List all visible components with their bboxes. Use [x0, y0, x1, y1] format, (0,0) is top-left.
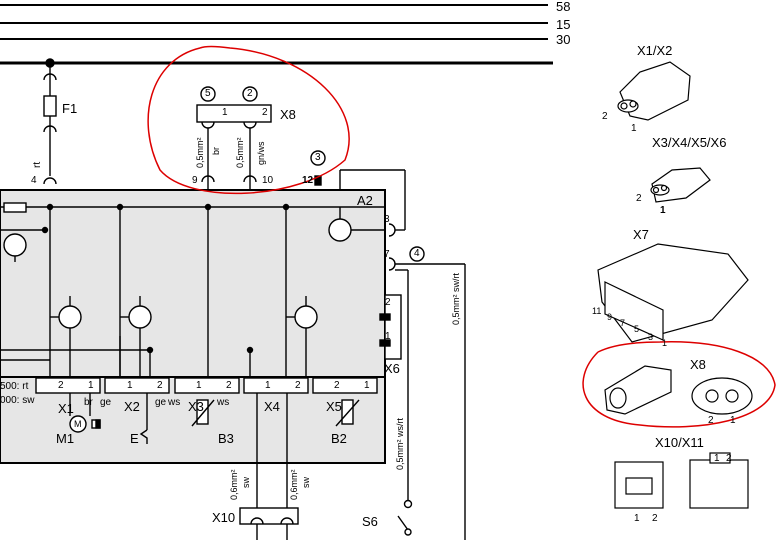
x6-pin-1: 1 — [385, 331, 391, 342]
legend-rt: 500: rt — [0, 381, 29, 392]
side-x10x11-top-pin1: 1 — [714, 453, 720, 464]
x10-label: X10 — [212, 510, 236, 525]
side-x10x11-top-pin2: 2 — [726, 453, 732, 464]
pin-3-label: 3 — [384, 214, 390, 225]
sensor-b3 — [196, 399, 209, 425]
side-x10x11-title: X10/X11 — [655, 435, 704, 450]
x8-pin-2: 2 — [262, 107, 268, 118]
side-x8-pin1: 1 — [730, 415, 736, 426]
x10-wire2-color: sw — [301, 477, 311, 488]
x8-label: X8 — [280, 107, 296, 122]
conn2-left: 1 — [127, 380, 133, 391]
b2-label: B2 — [331, 431, 347, 446]
side-x7-title: X7 — [633, 227, 649, 242]
fuse-f1 — [43, 95, 57, 117]
wire-color-ge1: ge — [100, 397, 112, 408]
pin-7-label: 7 — [384, 249, 390, 260]
module-a2 — [0, 189, 386, 464]
circle-3: 3 — [315, 152, 321, 163]
x8-wire2-size: 0,5mm² — [235, 137, 245, 168]
x6-pin-2: 2 — [385, 297, 391, 308]
side-x8-title: X8 — [690, 357, 706, 372]
wire-color-br: br — [84, 397, 93, 408]
conn3-left: 1 — [196, 380, 202, 391]
bus-label-30: 30 — [556, 32, 571, 47]
x8-wire2-color: gn/ws — [256, 141, 266, 165]
motor-m1 — [69, 415, 87, 433]
x8-pin-1: 1 — [222, 107, 228, 118]
x6-label: X6 — [384, 361, 400, 376]
wire-color-ge2: ge — [155, 397, 167, 408]
wire-color-ws2: ws — [217, 397, 230, 408]
conn1-left: 2 — [58, 380, 64, 391]
m1-label: M1 — [56, 431, 75, 446]
x8-connector — [196, 104, 272, 123]
side-x3x6-pin2: 2 — [636, 193, 642, 204]
conn-x4-label: X4 — [264, 399, 280, 414]
conn5-left: 2 — [334, 380, 340, 391]
conn4-right: 2 — [295, 380, 301, 391]
conn4-left: 1 — [265, 380, 271, 391]
x10-wire1-size: 0,6mm² — [229, 469, 239, 500]
side-x8-pin2: 2 — [708, 415, 714, 426]
conn-x5-label: X5 — [326, 399, 342, 414]
b3-label: B3 — [218, 431, 234, 446]
side-x7-pin-7: 7 — [620, 318, 626, 328]
wire-ws-rt: 0,5mm² ws/rt — [395, 417, 405, 470]
side-x1x2-title: X1/X2 — [637, 43, 673, 58]
conn1-right: 1 — [88, 380, 94, 391]
conn-x2-label: X2 — [124, 399, 140, 414]
x8-wire1-color: br — [211, 146, 221, 155]
e-label: E — [130, 431, 139, 446]
pin-10-label: 10 — [262, 175, 274, 186]
pin-4-label: 4 — [31, 175, 37, 186]
conn-x3-label: X3 — [188, 399, 204, 414]
side-x7-pin-11: 11 — [592, 306, 602, 316]
x10-wire1-color: sw — [241, 477, 251, 488]
bus-label-58: 58 — [556, 0, 571, 14]
side-x7-pin-5: 5 — [634, 324, 640, 334]
side-x3x6-pin1: 1 — [660, 205, 666, 216]
side-x10x11-pin1: 1 — [634, 513, 640, 524]
side-x7-pin-3: 3 — [648, 332, 654, 342]
side-x1x2-pin2: 2 — [602, 111, 608, 122]
conn3-right: 2 — [226, 380, 232, 391]
bus-label-15: 15 — [556, 17, 571, 32]
x8-wire1-size: 0,5mm² — [195, 137, 205, 168]
wire-color-ws1: ws — [168, 397, 181, 408]
module-label: A2 — [357, 193, 373, 208]
x8-circle-5: 5 — [205, 88, 211, 99]
wire-color-rt: rt — [32, 161, 43, 168]
pin-9-label: 9 — [192, 175, 198, 186]
s6-label: S6 — [362, 514, 378, 529]
x10-connector — [239, 507, 299, 525]
red-annotations — [147, 45, 776, 428]
wire-sw-rt: 0,5mm² sw/rt — [451, 272, 461, 325]
conn2-right: 2 — [157, 380, 163, 391]
x8-circle-2: 2 — [247, 88, 253, 99]
side-connectors — [597, 61, 753, 509]
x10-wire2-size: 0,6mm² — [289, 469, 299, 500]
motor-symbol: M — [74, 419, 82, 429]
side-x1x2-pin1: 1 — [631, 123, 637, 134]
fuse-label: F1 — [62, 101, 78, 116]
pin-12-label: 12 — [302, 175, 314, 186]
side-x7-pin-9: 9 — [607, 312, 613, 322]
legend-sw: 000: sw — [0, 395, 35, 406]
side-x10x11-pin2: 2 — [652, 513, 658, 524]
conn-x1-label: X1 — [58, 401, 74, 416]
circle-4: 4 — [414, 248, 420, 259]
side-x3x6-title: X3/X4/X5/X6 — [652, 135, 727, 150]
side-x7-pin-1: 1 — [662, 338, 668, 348]
conn5-right: 1 — [364, 380, 370, 391]
